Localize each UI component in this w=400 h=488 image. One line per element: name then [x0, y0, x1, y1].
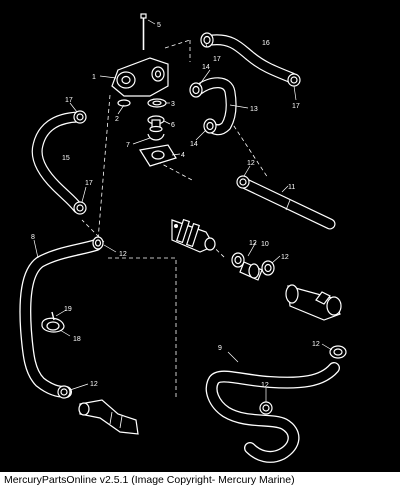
callout-4: 4	[181, 152, 185, 159]
callout-13: 13	[250, 106, 258, 113]
callout-16: 16	[262, 40, 270, 47]
callout-12-b: 12	[119, 251, 127, 258]
callout-7: 7	[126, 142, 130, 149]
callout-9: 9	[218, 345, 222, 352]
callout-14-upper: 14	[202, 64, 210, 71]
hose-8	[19, 239, 102, 398]
thermostat-housing-1	[111, 57, 169, 97]
callout-6: 6	[171, 122, 175, 129]
hose-15	[31, 111, 84, 214]
hose-11	[240, 178, 336, 230]
callout-3: 3	[171, 101, 175, 108]
clamp-bracket-18	[41, 317, 65, 333]
callout-17-left-bottom: 17	[85, 180, 93, 187]
callout-12-g: 12	[261, 382, 269, 389]
callout-10: 10	[261, 241, 269, 248]
callout-14-lower: 14	[190, 141, 198, 148]
thermostat-2	[117, 99, 131, 107]
hose-clamp-17-right	[287, 73, 301, 87]
callout-12-d: 12	[281, 254, 289, 261]
callout-12-c: 12	[249, 240, 257, 247]
callout-12-f: 12	[90, 381, 98, 388]
thermostat-valve-6	[147, 115, 165, 133]
hose-clamp-17-left-bottom	[73, 201, 87, 215]
exploded-parts-diagram: 1 2 3 4 5 6 7 8 9 10 11 12 12 12 12 12 1…	[19, 13, 347, 463]
hose-16	[206, 34, 298, 84]
assembly-guide-lines	[81, 39, 269, 400]
callout-17-right: 17	[292, 103, 300, 110]
callout-17-left-top: 17	[65, 97, 73, 104]
hose-9	[205, 362, 340, 463]
callout-8: 8	[31, 234, 35, 241]
callout-labels: 1 2 3 4 5 6 7 8 9 10 11 12 12 12 12 12 1…	[31, 22, 320, 389]
callout-5: 5	[157, 22, 161, 29]
hose-clamp-12-d	[261, 260, 275, 276]
drain-fitting	[78, 399, 139, 435]
hose-13	[192, 77, 237, 136]
hose-clamp-14-upper	[189, 82, 203, 98]
circulating-pump	[171, 218, 216, 253]
bolt-5	[140, 13, 147, 50]
hose-clamp-12-e	[329, 345, 347, 359]
hose-clamp-12-b	[92, 236, 104, 250]
callout-18: 18	[73, 336, 81, 343]
hose-clamp-12-g	[259, 401, 273, 415]
clamp-7	[147, 133, 165, 141]
hose-clamp-17-left-top	[73, 110, 87, 124]
callout-12-e: 12	[312, 341, 320, 348]
callout-11: 11	[288, 184, 295, 191]
water-pump	[285, 284, 342, 321]
callout-15: 15	[62, 155, 70, 162]
callout-leaders	[33, 19, 333, 402]
hose-clamp-12-f	[57, 385, 71, 399]
callout-17-top: 17	[213, 56, 221, 63]
coupler-10	[239, 261, 263, 281]
copyright-caption: MercuryPartsOnline v2.5.1 (Image Copyrig…	[0, 472, 400, 488]
screw-19	[51, 311, 55, 321]
callout-1: 1	[92, 74, 96, 81]
gasket-3	[147, 98, 167, 108]
hose-clamp-14-lower	[203, 118, 217, 134]
callout-12-a: 12	[247, 160, 255, 167]
callout-2: 2	[115, 116, 119, 123]
thermostat-cover-4	[139, 144, 177, 167]
callout-19: 19	[64, 306, 72, 313]
hose-clamp-12-a	[236, 175, 250, 189]
hose-clamp-17-top	[200, 32, 214, 48]
hose-clamp-12-c	[231, 252, 245, 268]
